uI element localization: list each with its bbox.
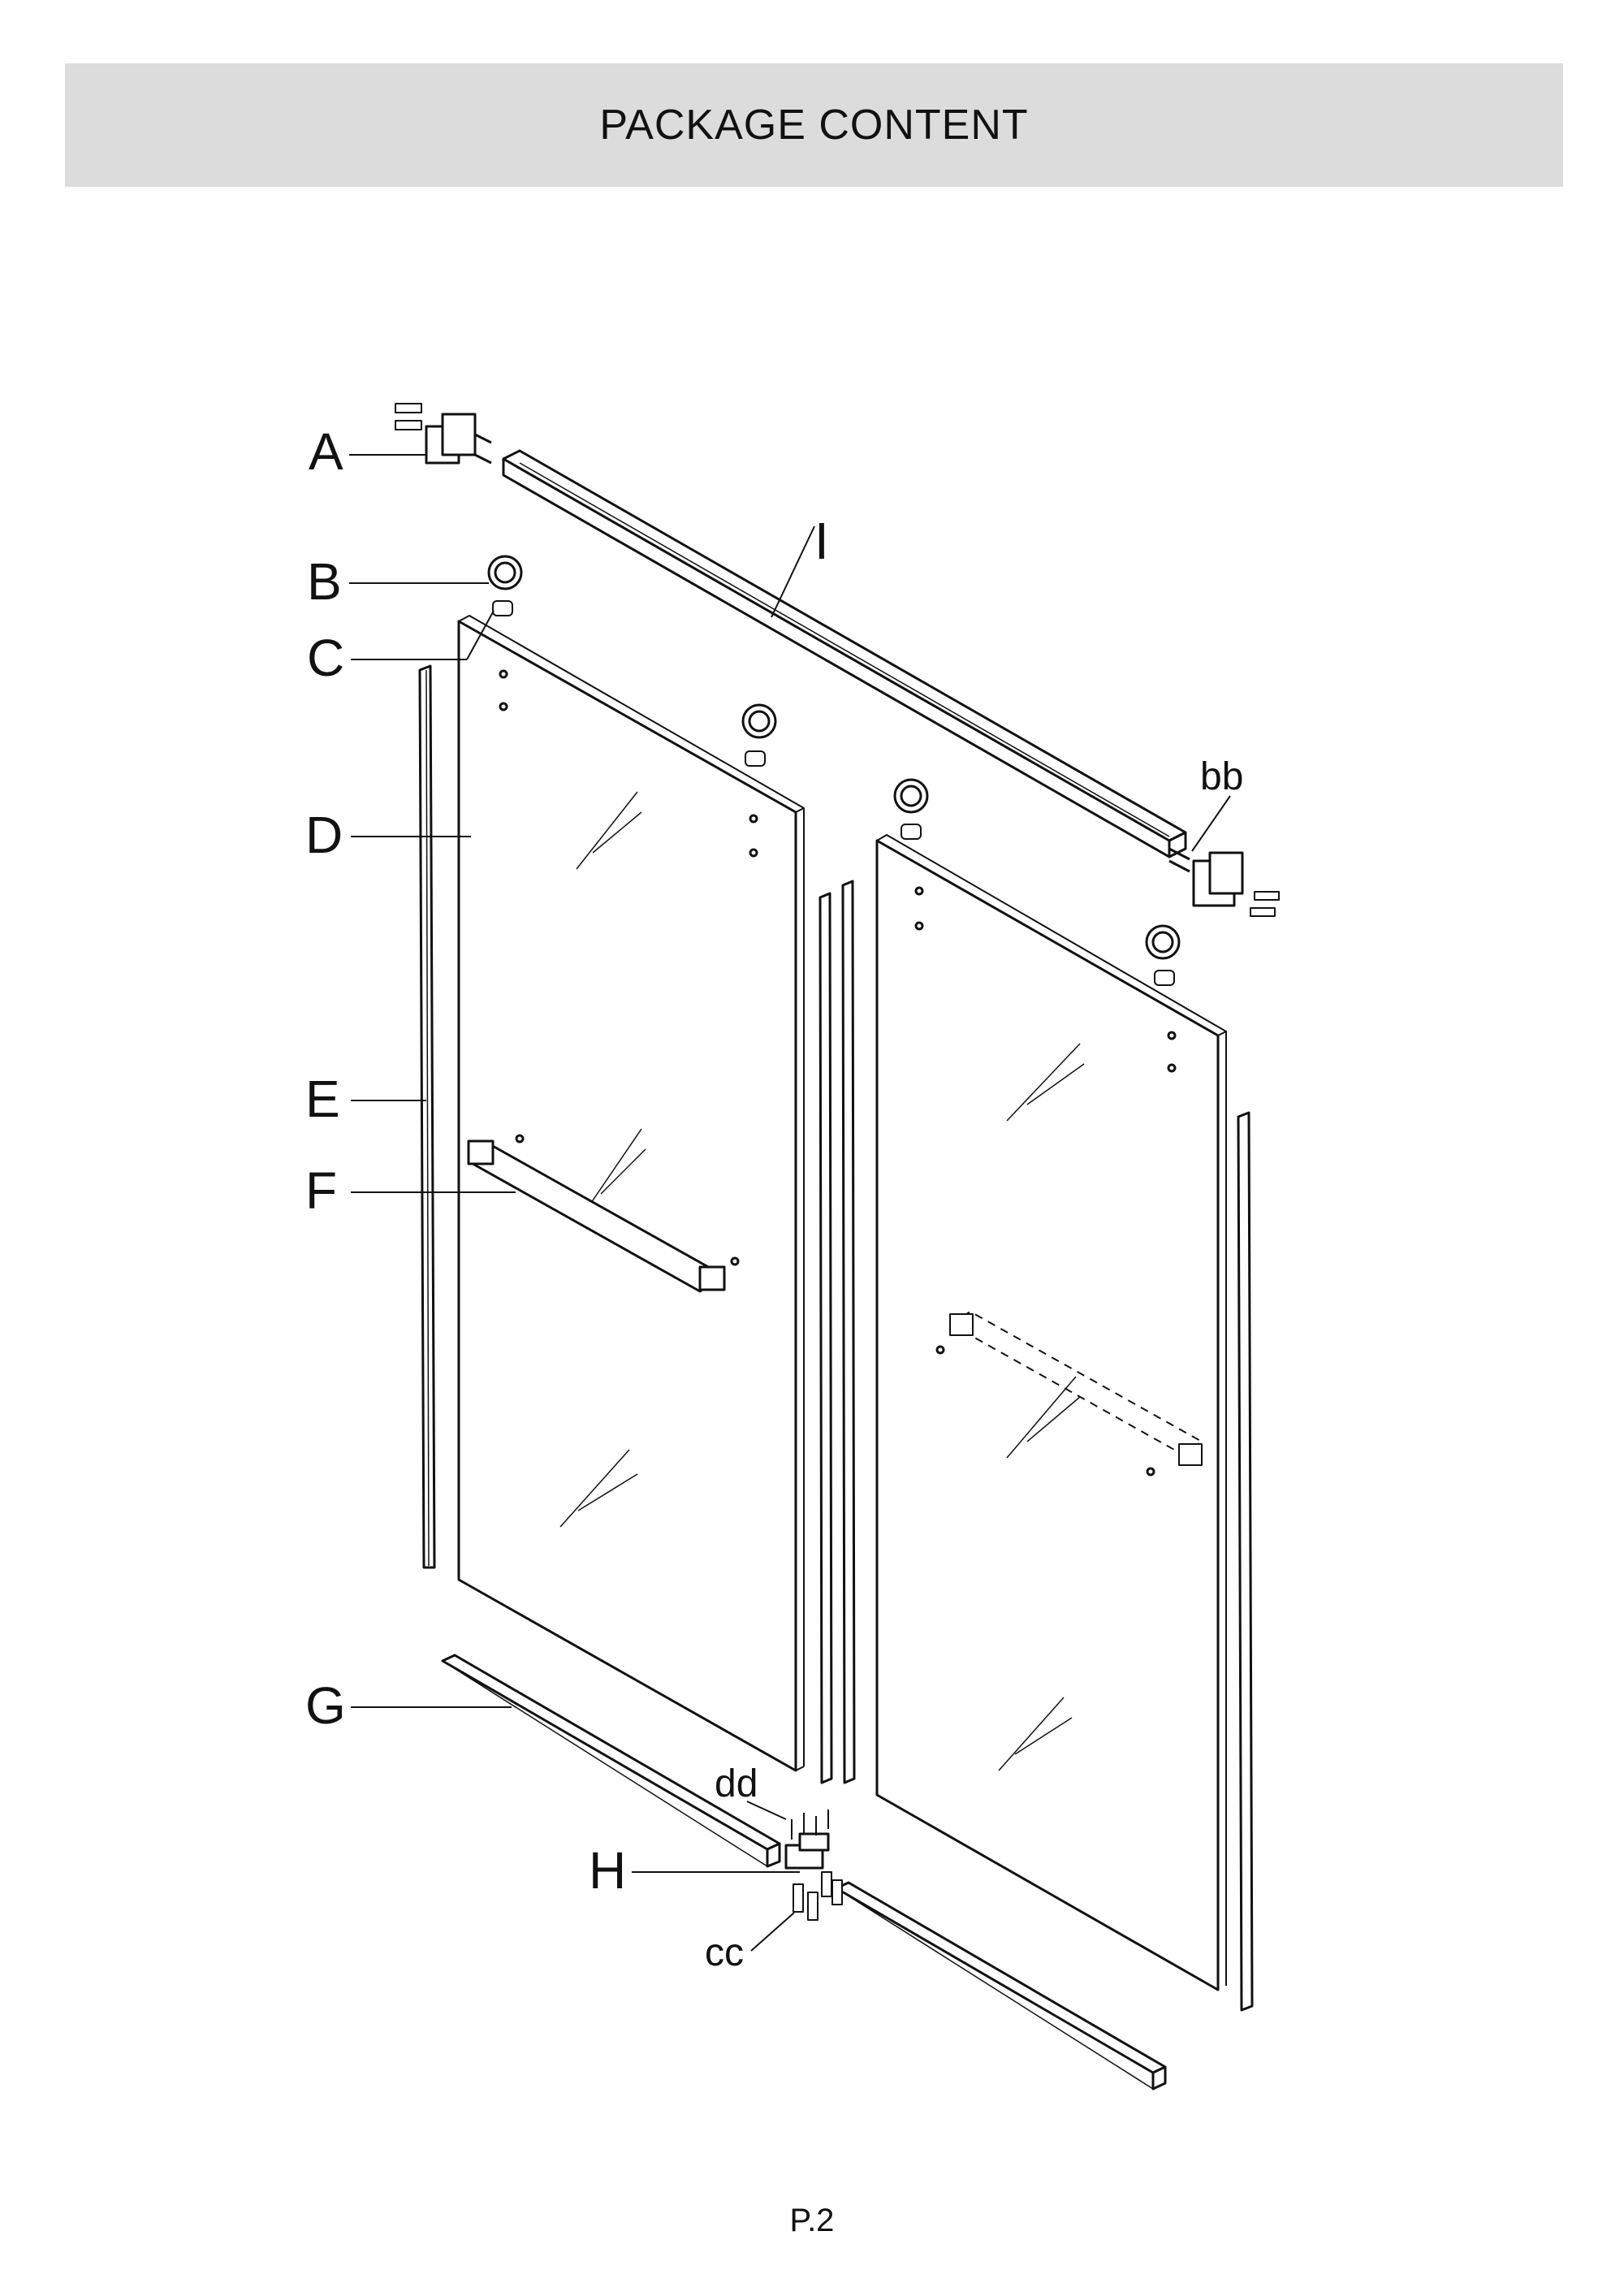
bottom-right-track [835,1881,1167,2091]
label-b: B [307,552,342,611]
label-d: D [305,806,343,864]
label-h: H [589,1841,626,1900]
label-bb: bb [1200,755,1243,798]
bottom-guide [784,1832,830,1870]
pins [492,600,1175,986]
label-e: E [305,1070,340,1128]
wall-anchors [793,1871,843,1921]
top-left-bracket [395,403,492,465]
left-glass-panel [457,615,805,1772]
leader-lines [349,454,1231,1952]
label-dd: dd [715,1762,758,1805]
header-bar: PACKAGE CONTENT [65,63,1563,187]
top-right-bracket [1168,847,1280,917]
left-wall-channel [418,664,436,1569]
right-glass-panel [875,834,1227,1991]
screws [791,1810,829,1840]
label-g: G [305,1676,346,1735]
center-seals [818,880,856,1784]
label-i: I [814,512,829,570]
page-number: P.2 [789,2203,835,2238]
label-f: F [305,1161,337,1220]
door-handle [467,1134,740,1293]
bottom-left-track [441,1654,781,1868]
page-title: PACKAGE CONTENT [599,102,1029,149]
right-wall-channel [1237,1111,1254,2012]
rollers [487,555,1181,960]
label-a: A [309,422,343,481]
label-cc: cc [705,1931,744,1974]
label-c: C [307,629,344,687]
